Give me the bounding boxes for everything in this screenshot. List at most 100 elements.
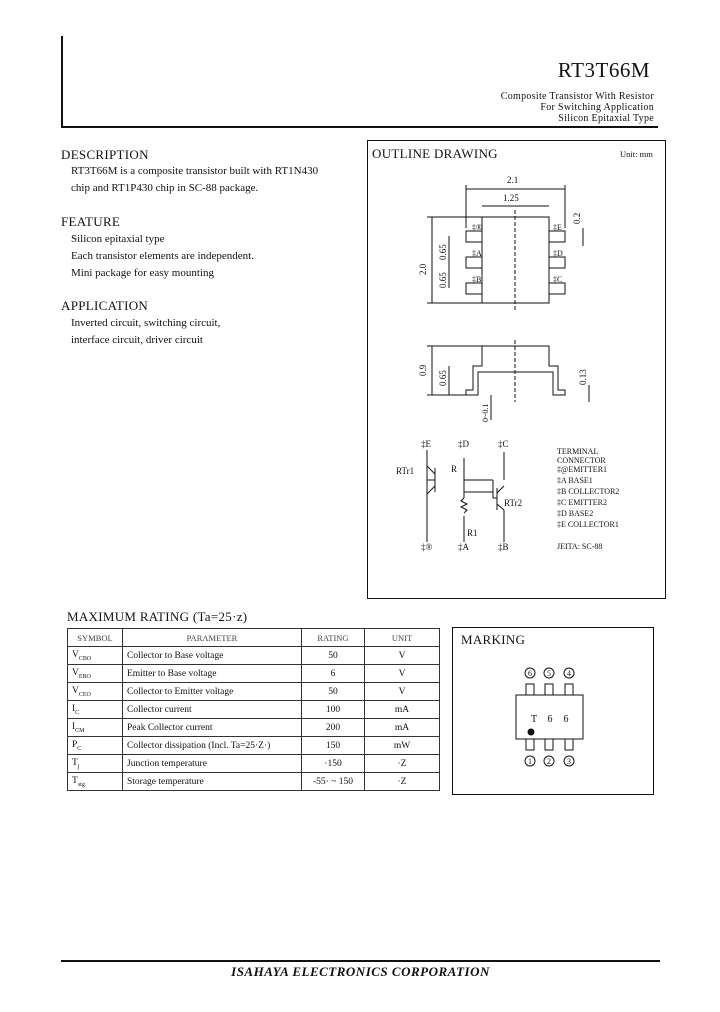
application-heading: APPLICATION xyxy=(61,298,149,313)
dim-width-total: 2.1 xyxy=(507,175,518,185)
symbol-cell: VCBO xyxy=(67,646,123,665)
parameter-cell: Peak Collector current xyxy=(122,718,302,737)
marking-pin-5-circle xyxy=(543,667,555,679)
jedec-label: JEITA: SC-88 xyxy=(557,542,602,551)
unit-cell: mA xyxy=(364,700,440,719)
table-row: PC Collector dissipation (Incl. Ta=25·Z·… xyxy=(67,736,440,755)
dim-body-width: 1.25 xyxy=(503,193,519,203)
symbol-cell: ICM xyxy=(67,718,123,737)
terminal-item-3: ‡B COLLECTOR2 xyxy=(557,487,619,496)
terminal-item-4: ‡C EMITTER2 xyxy=(557,498,607,507)
outline-drawing-panel xyxy=(367,140,666,599)
pin-label-A: ‡A xyxy=(472,249,482,258)
table-row: VCEO Collector to Emitter voltage 50 V xyxy=(67,682,440,701)
col-parameter: PARAMETER xyxy=(122,628,302,647)
sch-bot-left: ‡® xyxy=(421,542,433,552)
part-number: RT3T66M xyxy=(557,58,650,82)
pin-D-lead xyxy=(548,256,566,269)
unit-cell: ·Z xyxy=(364,754,440,773)
parameter-cell: Emitter to Base voltage xyxy=(122,664,302,683)
symbol-cell: VCEO xyxy=(67,682,123,701)
terminal-item-1: ‡@EMITTER1 xyxy=(557,465,607,474)
unit-cell: mA xyxy=(364,718,440,737)
header-rule-horizontal xyxy=(61,126,658,128)
description-line-1: RT3T66M is a composite transistor built … xyxy=(71,165,319,177)
package-body-side-view xyxy=(465,345,566,396)
dim-standoff: 0.65 xyxy=(438,370,448,386)
pin-label-6: ‡® xyxy=(472,223,482,232)
sch-r-label: R xyxy=(451,464,457,474)
dim-pitch-bottom: 0.65 xyxy=(438,272,448,288)
parameter-cell: Storage temperature xyxy=(122,772,302,791)
rating-heading: MAXIMUM RATING (Ta=25·z) xyxy=(67,609,248,624)
table-header-row: SYMBOL PARAMETER RATING UNIT xyxy=(67,628,440,647)
marking-heading: MARKING xyxy=(461,632,526,647)
rating-cell: 150 xyxy=(301,736,365,755)
marking-code-char: 6 xyxy=(564,714,569,725)
rating-cell: -55· ~ 150 xyxy=(301,772,365,791)
terminal-item-2: ‡A BASE1 xyxy=(557,476,593,485)
subtitle-line-2: For Switching Application xyxy=(540,102,654,113)
marking-pin-label: 3 xyxy=(567,757,571,766)
sch-top-left: ‡E xyxy=(421,439,432,449)
pin-label-E: ‡E xyxy=(553,223,562,232)
symbol-cell: Tj xyxy=(67,754,123,773)
marking-pin-4-circle xyxy=(563,667,575,679)
dim-lead-width: 0.2 xyxy=(572,213,582,224)
description-heading: DESCRIPTION xyxy=(61,147,149,162)
parameter-cell: Collector current xyxy=(122,700,302,719)
sch-tr2-label: RTr2 xyxy=(504,498,522,508)
rating-table: SYMBOL PARAMETER RATING UNIT VCBO Collec… xyxy=(67,628,440,791)
marking-panel xyxy=(452,627,654,795)
col-rating: RATING xyxy=(301,628,365,647)
marking-drawing-svg: 6 5 4 1 2 3 T 6 6 xyxy=(515,667,584,767)
pin-A-lead xyxy=(465,256,483,269)
unit-cell: V xyxy=(364,664,440,683)
subtitle-line-1: Composite Transistor With Resistor xyxy=(500,91,654,102)
pin-label-B: ‡B xyxy=(472,275,481,284)
marking-pin-label: 5 xyxy=(547,669,551,678)
symbol-cell: PC xyxy=(67,736,123,755)
header-rule-vertical xyxy=(61,36,63,128)
symbol-cell: VEBO xyxy=(67,664,123,683)
sch-tr1-label: RTr1 xyxy=(396,466,414,476)
rating-cell: 200 xyxy=(301,718,365,737)
dim-lead-thickness: 0.13 xyxy=(578,369,588,385)
dim-height: 0.9 xyxy=(418,364,428,376)
dim-length: 2.0 xyxy=(418,263,428,275)
unit-cell: V xyxy=(364,682,440,701)
marking-code-char: 6 xyxy=(548,714,553,725)
parameter-cell: Collector to Emitter voltage xyxy=(122,682,302,701)
company-name: ISAHAYA ELECTRONICS CORPORATION xyxy=(231,964,490,979)
rating-cell: 50 xyxy=(301,646,365,665)
description-line-2: chip and RT1P430 chip in SC-88 package. xyxy=(71,182,259,194)
symbol-cell: Tstg xyxy=(67,772,123,791)
unit-cell: V xyxy=(364,646,440,665)
terminal-title-1: TERMINAL xyxy=(557,447,598,456)
parameter-cell: Junction temperature xyxy=(122,754,302,773)
terminal-item-6: ‡E COLLECTOR1 xyxy=(557,520,619,529)
feature-line-2: Each transistor elements are independent… xyxy=(71,250,254,262)
feature-line-3: Mini package for easy mounting xyxy=(71,267,214,279)
terminal-item-5: ‡D BASE2 xyxy=(557,509,593,518)
sch-top-right: ‡C xyxy=(498,439,509,449)
application-line-1: Inverted circuit, switching circuit, xyxy=(71,317,221,329)
subtitle-line-3: Silicon Epitaxial Type xyxy=(558,113,654,124)
outline-heading: OUTLINE DRAWING xyxy=(372,146,498,161)
symbol-cell: IC xyxy=(67,700,123,719)
pin-label-D: ‡D xyxy=(553,249,563,258)
marking-pin-2-circle xyxy=(543,755,555,767)
marking-pin-label: 6 xyxy=(528,669,532,678)
sch-top-mid: ‡D xyxy=(458,439,470,449)
pin-label-C: ‡C xyxy=(553,275,562,284)
pin-C-lead xyxy=(548,282,566,295)
unit-cell: mW xyxy=(364,736,440,755)
terminal-title-2: CONNECTOR xyxy=(557,456,606,465)
outline-drawing-svg: 2.1 1.25 ‡® ‡A ‡B ‡E ‡D ‡C 2.0 0.65 0.65… xyxy=(396,175,619,552)
outline-unit: Unit: mm xyxy=(620,149,653,159)
marking-pin-3-circle xyxy=(563,755,575,767)
marking-pin-label: 2 xyxy=(547,757,551,766)
table-row: IC Collector current 100 mA xyxy=(67,700,440,719)
table-row: ICM Peak Collector current 200 mA xyxy=(67,718,440,737)
pin-B-lead xyxy=(465,282,483,295)
